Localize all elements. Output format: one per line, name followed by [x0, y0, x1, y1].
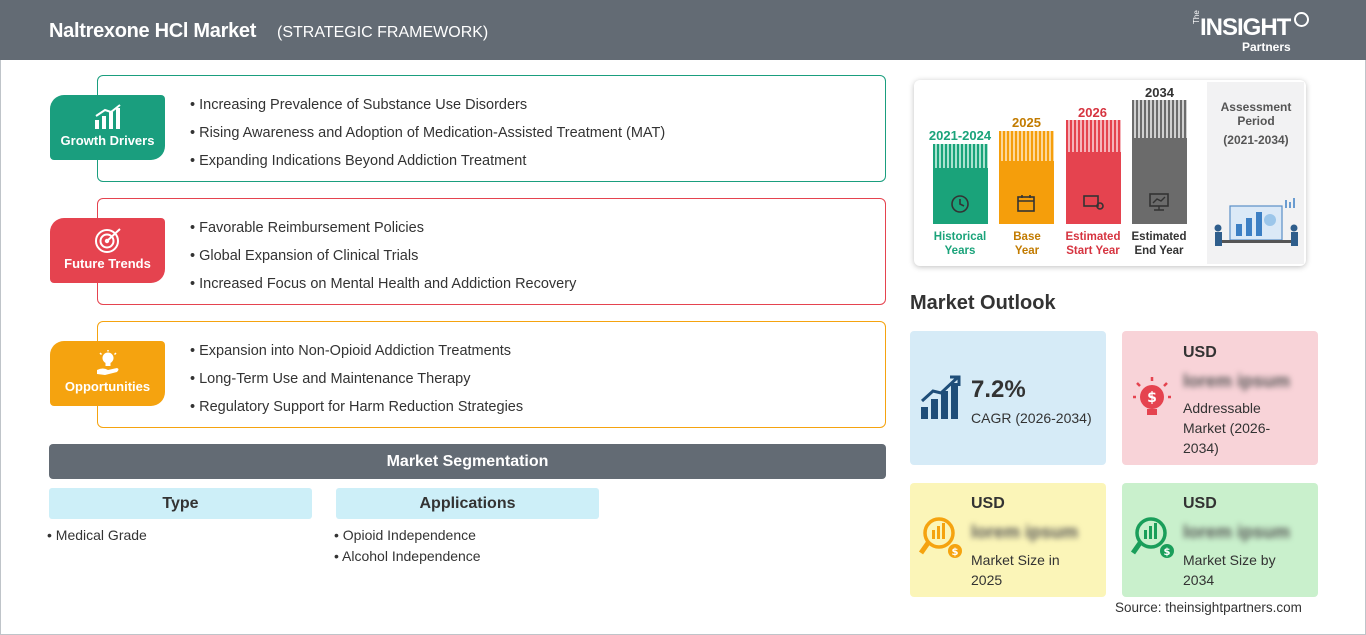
insight-partners-logo[interactable]: The INSIGHT Partners: [1188, 10, 1318, 54]
caption-line: Base: [1013, 231, 1041, 243]
caption-historical: Historical Years: [925, 230, 995, 258]
lightbulb-hand-icon: [96, 350, 118, 375]
timeline-bar-start: [1066, 120, 1121, 224]
opportunities-badge: Opportunities: [50, 341, 165, 406]
opportunities-box: Expansion into Non-Opioid Addiction Trea…: [97, 321, 886, 428]
bar-stripe: [999, 131, 1054, 161]
svg-text:$: $: [952, 547, 959, 558]
size-2034-desc: Market Size by 2034: [1183, 552, 1276, 588]
caption-line: Start Year: [1066, 245, 1120, 257]
list-item: Global Expansion of Clinical Trials: [190, 247, 576, 275]
bar-body: [1066, 152, 1121, 224]
caption-line: Historical: [933, 231, 987, 243]
opportunities-label: Opportunities: [64, 379, 151, 394]
assessment-period: (2021-2034): [1223, 133, 1289, 147]
svg-text:$: $: [1164, 547, 1171, 558]
segment-item-text: Opioid Independence: [342, 527, 476, 543]
list-item: Increased Focus on Mental Health and Add…: [190, 275, 576, 303]
list-item: Expanding Indications Beyond Addiction T…: [190, 152, 665, 180]
bar-stripe: [1066, 120, 1121, 152]
bar-stripe: [933, 144, 988, 168]
segment-head-type: Type: [49, 488, 312, 519]
caption-line: Estimated: [1065, 231, 1121, 243]
caption-base: Base Year: [992, 230, 1062, 258]
opportunities-list: Expansion into Non-Opioid Addiction Trea…: [190, 342, 523, 426]
year-label-historical: 2021-2024: [928, 128, 992, 143]
history-clock-icon: [951, 195, 969, 213]
list-item: Expansion into Non-Opioid Addiction Trea…: [190, 342, 523, 370]
year-label-base: 2025: [1012, 115, 1041, 130]
size-2025-value-blurred: lorem ipsum: [971, 522, 1079, 542]
list-item: Favorable Reimbursement Policies: [190, 219, 576, 247]
growth-drivers-badge: Growth Drivers: [50, 95, 165, 160]
list-item: Increasing Prevalence of Substance Use D…: [190, 96, 665, 124]
growth-drivers-box: Increasing Prevalence of Substance Use D…: [97, 75, 886, 182]
size-2025-usd: USD: [971, 495, 1005, 512]
market-size-2034-card: $ USD lorem ipsum Market Size by 2034: [1122, 483, 1318, 597]
cagr-label: CAGR (2026-2034): [971, 410, 1092, 426]
market-segmentation-bar: Market Segmentation: [49, 444, 886, 479]
segment-item-text: Alcohol Independence: [342, 548, 481, 564]
caption-line: Years: [944, 245, 976, 257]
segment-head-applications: Applications: [336, 488, 599, 519]
timeline-bar-historical: [933, 144, 988, 224]
timeline-bar-end: [1132, 100, 1187, 224]
year-label-start: 2026: [1078, 105, 1107, 120]
addressable-usd: USD: [1183, 344, 1217, 361]
size-2034-usd: USD: [1183, 495, 1217, 512]
caption-start: Estimated Start Year: [1058, 230, 1128, 258]
segment-item: • Alcohol Independence: [334, 548, 481, 564]
page-title: Naltrexone HCl Market: [49, 20, 257, 42]
bar-body: [999, 161, 1054, 224]
caption-line: Estimated: [1131, 231, 1187, 243]
future-trends-label: Future Trends: [64, 256, 151, 271]
logo-main-text: INSIGHT: [1200, 14, 1291, 41]
future-trends-list: Favorable Reimbursement Policies Global …: [190, 219, 576, 303]
future-trends-badge: Future Trends: [50, 218, 165, 283]
addressable-market-card: $ USD lorem ipsum Addressable Market (20…: [1122, 331, 1318, 465]
segment-item-text: Medical Grade: [55, 527, 147, 543]
cagr-card: 7.2% CAGR (2026-2034): [910, 331, 1106, 465]
market-size-2025-card: $ USD lorem ipsum Market Size in 2025: [910, 483, 1106, 597]
market-outlook-title: Market Outlook: [910, 292, 1056, 314]
segment-item: • Opioid Independence: [334, 527, 476, 543]
header-bar: Naltrexone HCl Market (STRATEGIC FRAMEWO…: [0, 0, 1366, 60]
growth-chart-icon: [920, 375, 961, 419]
size-2034-value-blurred: lorem ipsum: [1183, 522, 1291, 542]
logo-ring-icon: [1294, 12, 1309, 27]
magnifier-coin-icon: $: [1131, 517, 1174, 558]
list-item: Rising Awareness and Adoption of Medicat…: [190, 124, 665, 152]
timeline-bar-base: [999, 131, 1054, 224]
logo-partners-text: Partners: [1242, 40, 1291, 54]
target-icon: [94, 228, 121, 253]
caption-line: Year: [1014, 245, 1040, 257]
addressable-value-blurred: lorem ipsum: [1183, 371, 1291, 391]
magnifier-coin-icon: $: [919, 517, 962, 558]
growth-drivers-list: Increasing Prevalence of Substance Use D…: [190, 96, 665, 180]
svg-text:$: $: [1147, 390, 1157, 406]
calendar-icon: [1017, 195, 1035, 212]
bar-growth-icon: [94, 104, 121, 129]
list-item: Long-Term Use and Maintenance Therapy: [190, 370, 523, 398]
addressable-desc: Addressable Market (2026-2034): [1183, 400, 1271, 456]
caption-end: Estimated End Year: [1124, 230, 1194, 258]
list-item: Regulatory Support for Harm Reduction St…: [190, 398, 523, 426]
cagr-value: 7.2%: [971, 376, 1026, 403]
future-trends-box: Favorable Reimbursement Policies Global …: [97, 198, 886, 305]
analyst-illustration-icon: [1214, 198, 1298, 246]
presentation-icon: [1083, 195, 1104, 210]
assessment-title: Assessment Period: [1220, 100, 1292, 128]
segment-item: • Medical Grade: [47, 527, 147, 543]
caption-line: End Year: [1134, 245, 1184, 257]
bar-stripe: [1132, 100, 1187, 138]
page-subtitle: (STRATEGIC FRAMEWORK): [277, 24, 489, 41]
monitor-chart-icon: [1149, 193, 1169, 211]
growth-drivers-label: Growth Drivers: [60, 133, 155, 148]
year-label-end: 2034: [1145, 85, 1174, 100]
dollar-bulb-icon: $: [1133, 377, 1171, 415]
size-2025-desc: Market Size in 2025: [971, 552, 1060, 588]
source-link[interactable]: Source: theinsightpartners.com: [1115, 600, 1302, 615]
